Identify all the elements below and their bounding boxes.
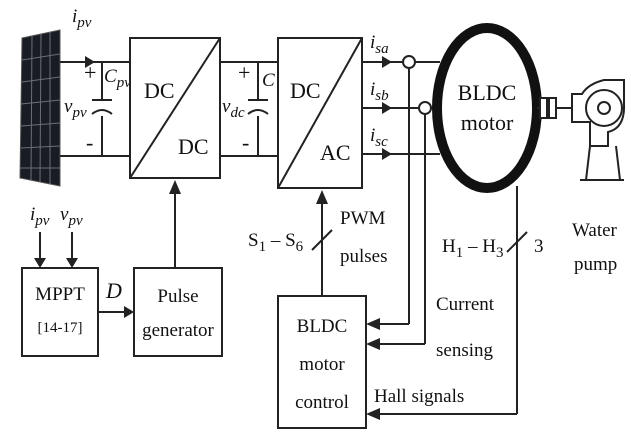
c-label: C xyxy=(262,70,275,91)
pulse-to-dcdc-arrow xyxy=(169,180,181,268)
hall-label: H1 – H3 xyxy=(442,236,503,261)
water-pump xyxy=(571,79,626,181)
duty-arrow xyxy=(98,306,134,318)
dcac-top-text: DC xyxy=(290,78,321,103)
pulse-generator-block: Pulse generator xyxy=(133,267,223,357)
pulse-text-1: Pulse xyxy=(157,286,198,307)
dcdc-bottom-text: DC xyxy=(178,134,209,159)
dc-link-wires xyxy=(220,61,278,157)
pump-label-2: pump xyxy=(574,254,617,275)
motor-text-2: motor xyxy=(461,110,514,135)
dc-minus: - xyxy=(242,130,249,155)
switches-label: S1 – S6 xyxy=(248,230,304,255)
dc-dc-converter: DC DC xyxy=(129,37,221,179)
mppt-text-1: MPPT xyxy=(35,284,85,305)
pulse-text-2: generator xyxy=(142,320,214,341)
mppt-block: MPPT [14-17] xyxy=(21,267,99,357)
motor-text-1: BLDC xyxy=(458,80,517,105)
pv-minus: - xyxy=(86,130,93,155)
v-pv-label: vpv xyxy=(64,96,87,121)
shaft-coupling xyxy=(537,97,572,119)
current-sensing-label-2: sensing xyxy=(436,340,494,361)
i-sa-label: isa xyxy=(370,32,389,57)
i-sc-label: isc xyxy=(370,125,388,150)
pv-wires xyxy=(60,56,130,157)
pv-plus: + xyxy=(84,60,96,85)
mppt-text-2: [14-17] xyxy=(38,320,83,336)
pwm-label-1: PWM xyxy=(340,208,386,229)
control-text-1: BLDC xyxy=(297,316,348,337)
v-dc-label: vdc xyxy=(222,96,245,121)
c-pv-label: Cpv xyxy=(104,66,131,91)
control-text-2: motor xyxy=(299,354,345,375)
current-sensing-lines xyxy=(366,68,426,350)
bldc-motor: BLDC motor xyxy=(432,23,542,193)
phase-lines xyxy=(362,55,440,160)
dcdc-top-text: DC xyxy=(144,78,175,103)
mppt-input-arrows xyxy=(34,232,78,268)
mppt-v-pv-label: vpv xyxy=(60,204,83,229)
pwm-arrow xyxy=(311,190,333,296)
pump-label-1: Water xyxy=(572,220,618,241)
hall-count-label: 3 xyxy=(534,236,544,257)
control-text-3: control xyxy=(295,392,349,413)
dcac-bottom-text: AC xyxy=(320,140,351,165)
dc-ac-inverter: DC AC xyxy=(277,37,363,189)
hall-signals-line xyxy=(366,186,528,420)
mppt-i-pv-label: ipv xyxy=(30,204,50,229)
i-sb-label: isb xyxy=(370,79,389,104)
solar-panel xyxy=(19,29,61,187)
hall-signals-label: Hall signals xyxy=(374,386,464,407)
motor-control-block: BLDC motor control xyxy=(277,295,367,429)
pwm-label-2: pulses xyxy=(340,246,388,267)
duty-label: D xyxy=(105,278,122,303)
dc-plus: + xyxy=(238,60,250,85)
i-pv-label: ipv xyxy=(72,6,92,31)
current-sensing-label-1: Current xyxy=(436,294,495,315)
